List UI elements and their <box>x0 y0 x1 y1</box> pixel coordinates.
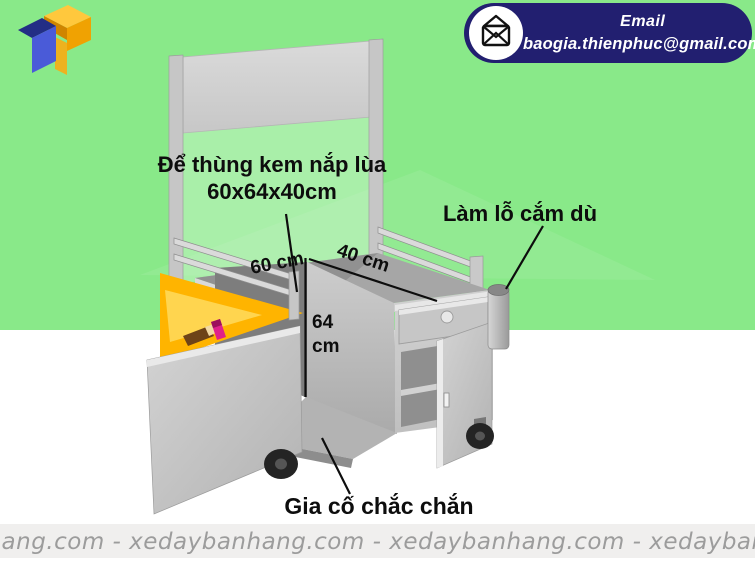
reinforce-note: Gia cố chắc chắn <box>284 492 473 519</box>
email-contact-pill[interactable]: Email baogia.thienphuc@gmail.com <box>464 3 755 63</box>
drawer-knob <box>440 310 454 324</box>
umbrella-pointer <box>505 225 544 290</box>
envelope-icon <box>481 14 511 47</box>
brand-logo <box>18 5 91 75</box>
depth-dimension-line <box>308 257 438 303</box>
left-frame-post <box>168 54 184 301</box>
umbrella-note: Làm lỗ cắm dù <box>443 201 597 226</box>
box-note-line2: 60x64x40cm <box>207 179 337 204</box>
envelope-badge <box>469 6 523 60</box>
reinforce-pointer <box>321 437 351 495</box>
watermark-strip <box>0 524 755 558</box>
caster-wheels <box>264 417 494 479</box>
umbrella-holder <box>487 284 510 350</box>
box-note-line1: Để thùng kem nắp lùa <box>158 152 387 177</box>
watermark-text: xedaybanhang.com - xedaybanhang.com - xe… <box>0 529 755 555</box>
glass-panel <box>183 115 371 283</box>
email-text-block: Email baogia.thienphuc@gmail.com <box>523 11 755 55</box>
left-door <box>146 325 303 515</box>
back-banner <box>182 40 372 134</box>
height-dimension-unit: cm <box>312 336 339 357</box>
logo-blue-shape <box>18 18 56 73</box>
popsicle-icons <box>183 319 226 346</box>
email-label: Email <box>620 13 666 31</box>
email-address: baogia.thienphuc@gmail.com <box>523 34 755 53</box>
dimension-lines <box>284 213 544 495</box>
door-handle <box>443 392 450 408</box>
box-note-pointer <box>284 213 299 293</box>
height-dimension-value: 64 <box>312 312 334 333</box>
